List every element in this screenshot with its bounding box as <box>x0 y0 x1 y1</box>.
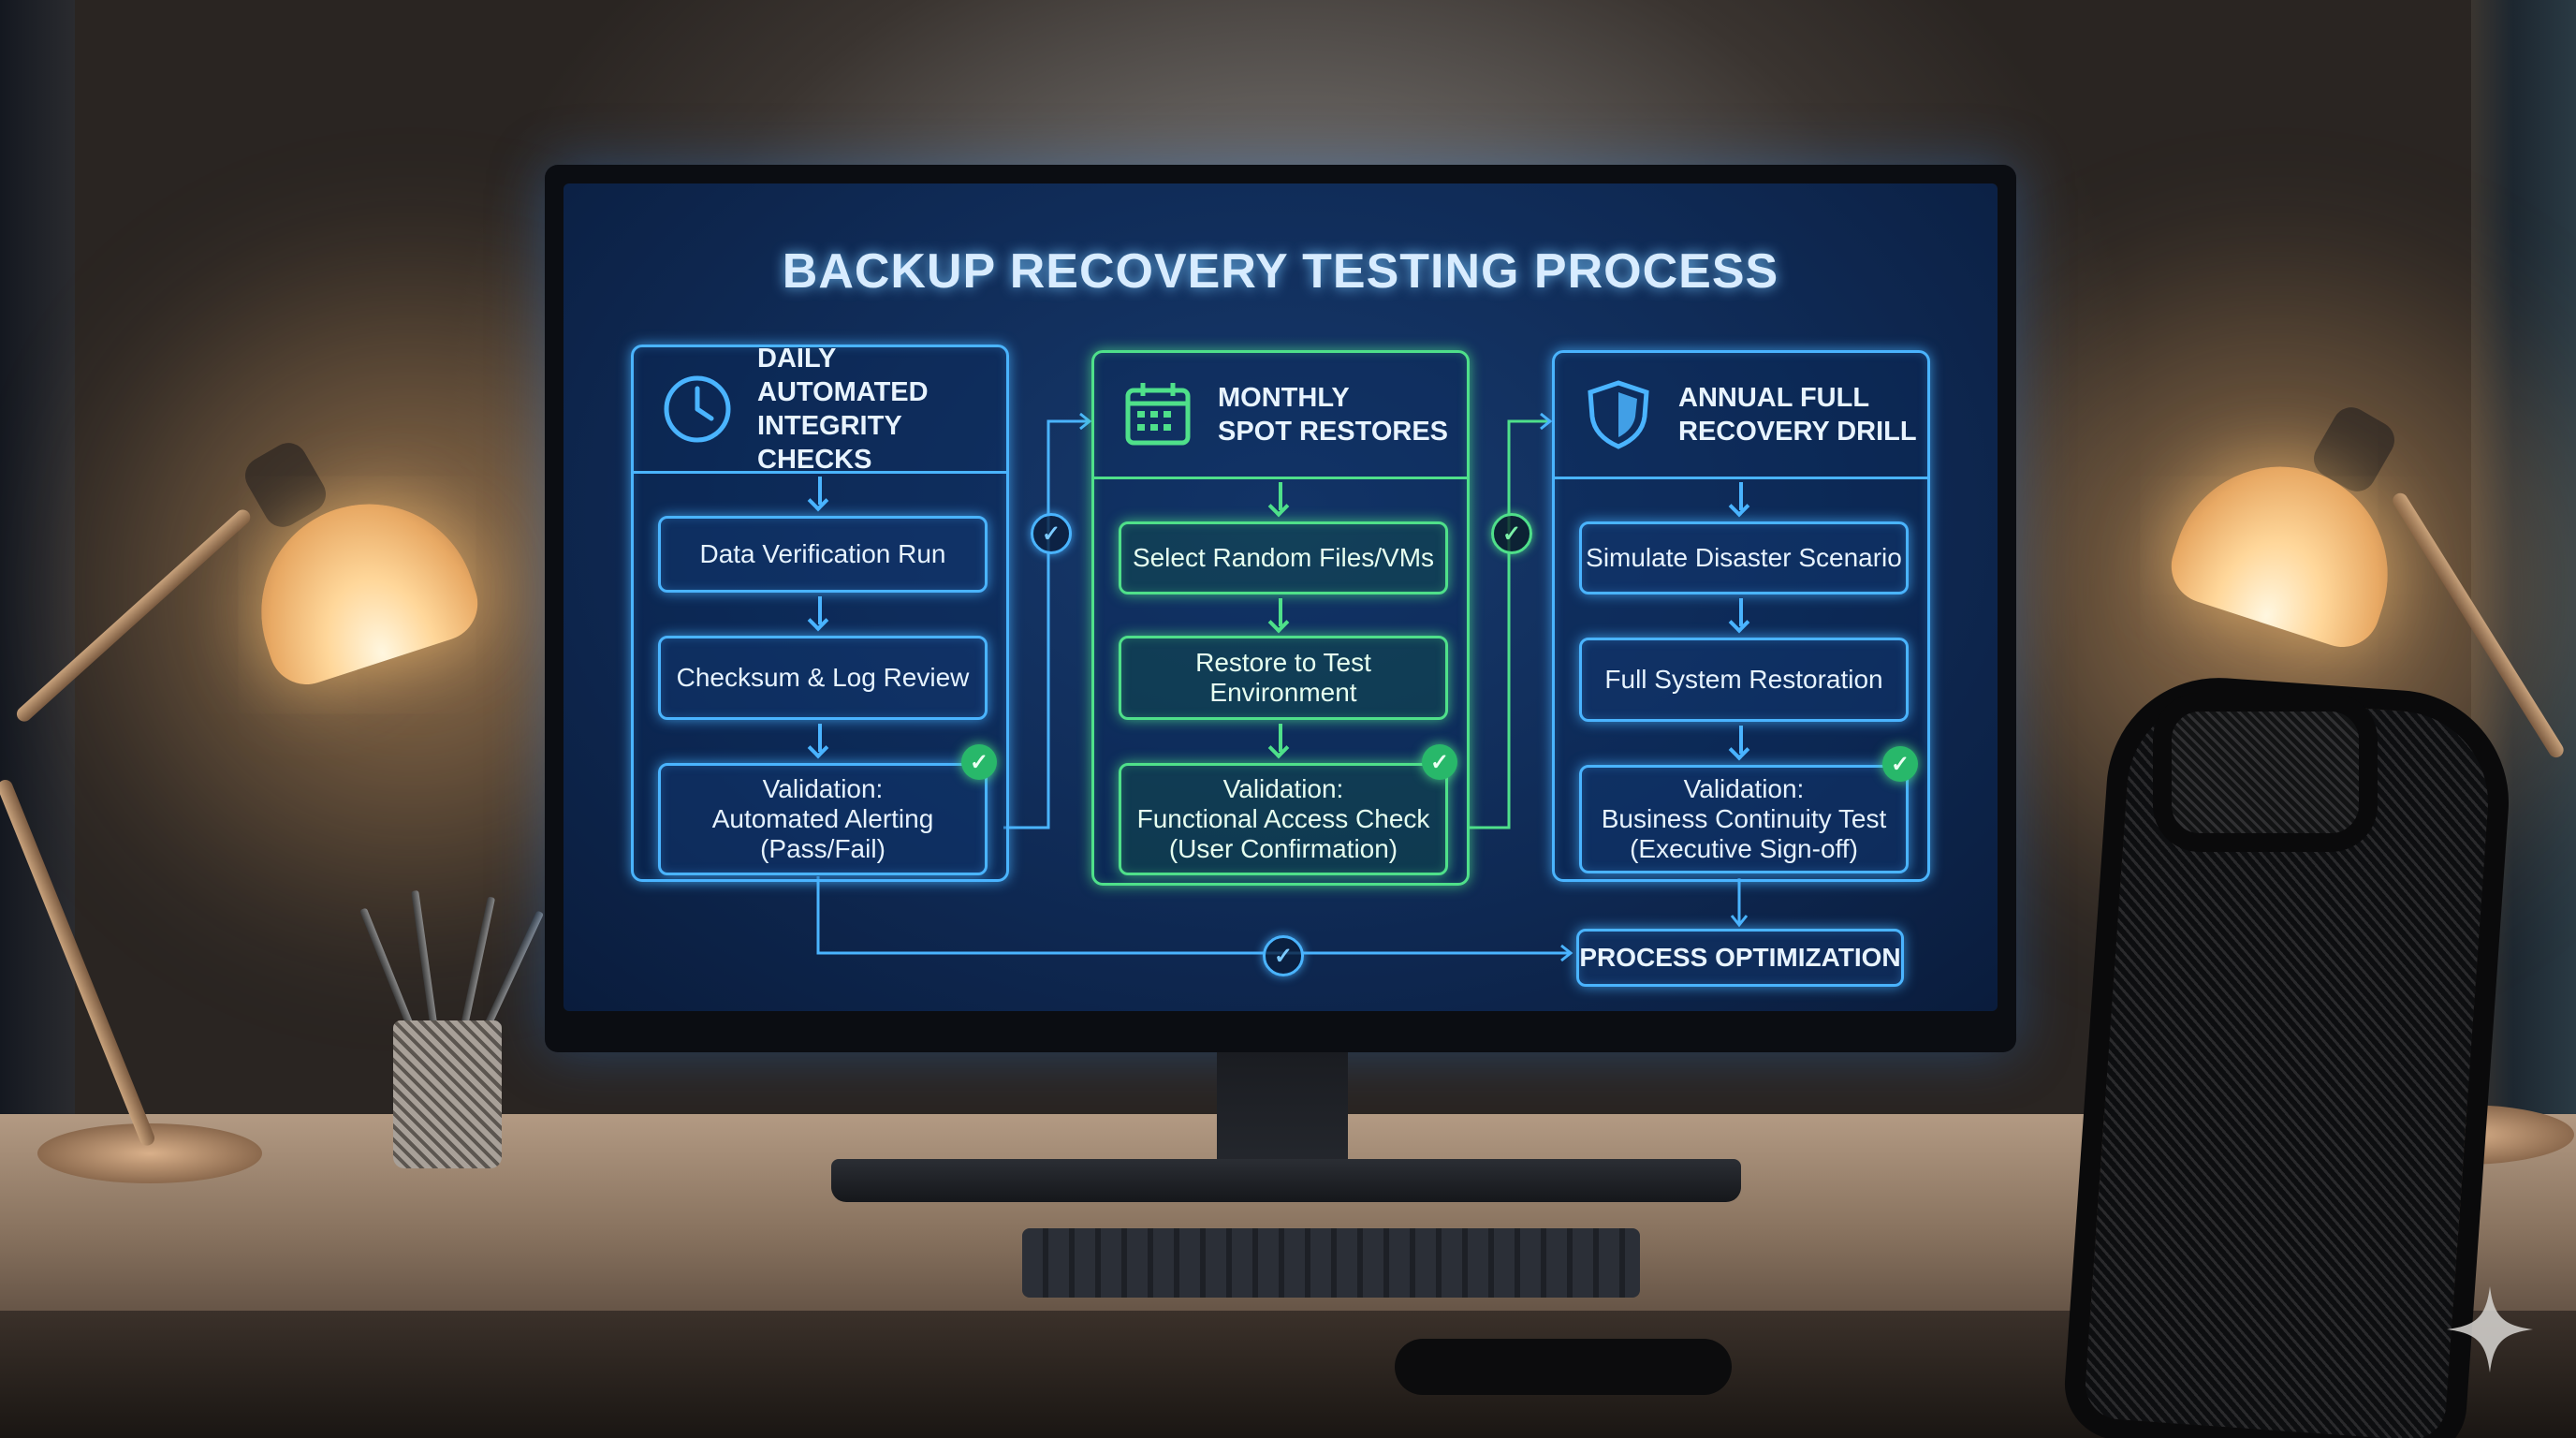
step-box: Select Random Files/VMs <box>1119 521 1448 594</box>
arrow-down-icon <box>1279 724 1282 752</box>
arrow-down-icon <box>1739 726 1743 754</box>
connector-check-icon: ✓ <box>1031 513 1072 554</box>
flow-connectors <box>816 412 1749 962</box>
connector-check-icon: ✓ <box>1263 935 1304 976</box>
monitor-stand-neck <box>1217 1052 1348 1165</box>
sparkle-icon <box>2447 1286 2533 1372</box>
validation-step: Validation: Business Continuity Test (Ex… <box>1579 765 1909 873</box>
keyboard <box>1022 1228 1640 1298</box>
step-box: Data Verification Run <box>658 516 988 593</box>
column-daily-checks: DAILY AUTOMATED INTEGRITY CHECKS Data Ve… <box>631 344 1009 882</box>
column-header: DAILY AUTOMATED INTEGRITY CHECKS <box>634 344 1006 475</box>
office-chair-armrest <box>1395 1339 1732 1395</box>
monitor-stand-base <box>831 1159 1741 1202</box>
step-box: Full System Restoration <box>1579 638 1909 722</box>
column-header: MONTHLY SPOT RESTORES <box>1094 353 1467 479</box>
validation-step: Validation: Automated Alerting (Pass/Fai… <box>658 763 988 875</box>
column-title: DAILY AUTOMATED INTEGRITY CHECKS <box>757 344 929 475</box>
column-annual-drill: ANNUAL FULL RECOVERY DRILL Simulate Disa… <box>1552 350 1930 882</box>
arrow-down-icon <box>818 596 822 624</box>
validation-step: Validation: Functional Access Check (Use… <box>1119 763 1448 875</box>
shield-icon <box>1588 380 1649 449</box>
step-box: Restore to Test Environment <box>1119 636 1448 720</box>
connector-check-icon: ✓ <box>1491 513 1532 554</box>
check-icon: ✓ <box>961 744 997 780</box>
clock-icon <box>664 375 731 443</box>
column-monthly-restores: MONTHLY SPOT RESTORES Select Random File… <box>1091 350 1470 886</box>
page-title: BACKUP RECOVERY TESTING PROCESS <box>782 244 1779 299</box>
check-icon: ✓ <box>1422 744 1457 780</box>
check-icon: ✓ <box>1882 746 1918 782</box>
column-title: MONTHLY SPOT RESTORES <box>1218 383 1449 447</box>
arrow-down-icon <box>1739 598 1743 626</box>
arrow-down-icon <box>818 477 822 505</box>
step-box: Simulate Disaster Scenario <box>1579 521 1909 594</box>
column-header: ANNUAL FULL RECOVERY DRILL <box>1555 353 1927 479</box>
arrow-down-icon <box>1279 482 1282 510</box>
office-chair-headrest <box>2153 693 2378 852</box>
arrow-down-icon <box>818 724 822 752</box>
arrow-down-icon <box>1279 598 1282 626</box>
arrow-down-icon <box>1739 482 1743 510</box>
column-title: ANNUAL FULL RECOVERY DRILL <box>1678 383 1917 447</box>
calendar-icon <box>1125 383 1191 446</box>
monitor-screen: BACKUP RECOVERY TESTING PROCESS ✓ ✓ ✓ DA… <box>564 183 1998 1011</box>
process-optimization-box: PROCESS OPTIMIZATION <box>1576 929 1904 987</box>
step-box: Checksum & Log Review <box>658 636 988 720</box>
